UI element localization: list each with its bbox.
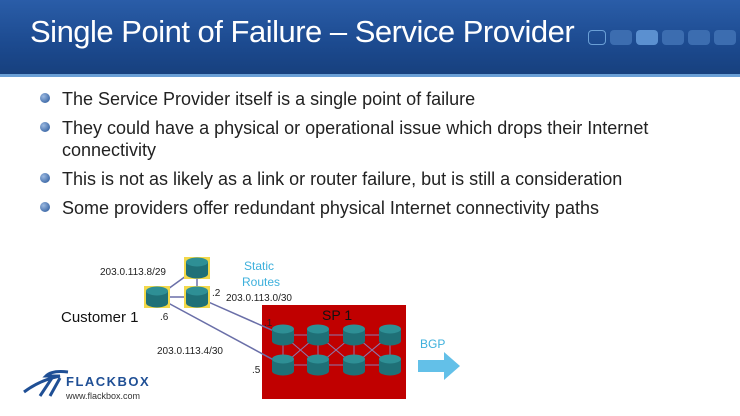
slide-title: Single Point of Failure – Service Provid… — [30, 14, 575, 49]
bullet-item: This is not as likely as a link or route… — [38, 168, 728, 190]
addr-c1: .2 — [212, 288, 221, 299]
router-icon — [272, 324, 294, 346]
bullet-item: The Service Provider itself is a single … — [38, 88, 728, 110]
slide-header: Single Point of Failure – Service Provid… — [0, 0, 740, 77]
router-icon — [379, 354, 401, 376]
addr-sp2: .5 — [252, 365, 261, 376]
logo-url: www.flackbox.com — [65, 391, 140, 401]
bullet-item: They could have a physical or operationa… — [38, 117, 728, 161]
addr-c2: .6 — [160, 312, 169, 323]
bullet-item: Some providers offer redundant physical … — [38, 197, 728, 219]
router-icon — [307, 354, 329, 376]
addr-sp1: .1 — [264, 318, 273, 329]
router-icon — [379, 324, 401, 346]
subnet-link2: 203.0.113.4/30 — [157, 346, 223, 357]
router-icon — [272, 354, 294, 376]
logo-name: FLACKBOX — [66, 374, 150, 389]
customer-label: Customer 1 — [61, 309, 139, 326]
sp-label: SP 1 — [322, 307, 352, 323]
static-label: Static — [244, 259, 274, 273]
router-icon — [343, 354, 365, 376]
bullet-list: The Service Provider itself is a single … — [38, 88, 728, 226]
router-icon — [184, 257, 210, 279]
router-icon — [184, 286, 210, 308]
subnet-lan: 203.0.113.8/29 — [100, 267, 166, 278]
bgp-arrow — [418, 352, 460, 380]
routes-label: Routes — [242, 275, 280, 289]
router-icon — [343, 324, 365, 346]
flackbox-logo: FLACKBOX www.flackbox.com — [23, 370, 150, 401]
router-icon — [144, 286, 170, 308]
bgp-label: BGP — [420, 337, 445, 351]
router-icon — [307, 324, 329, 346]
decorative-dots — [588, 30, 736, 45]
subnet-link1: 203.0.113.0/30 — [226, 293, 292, 304]
